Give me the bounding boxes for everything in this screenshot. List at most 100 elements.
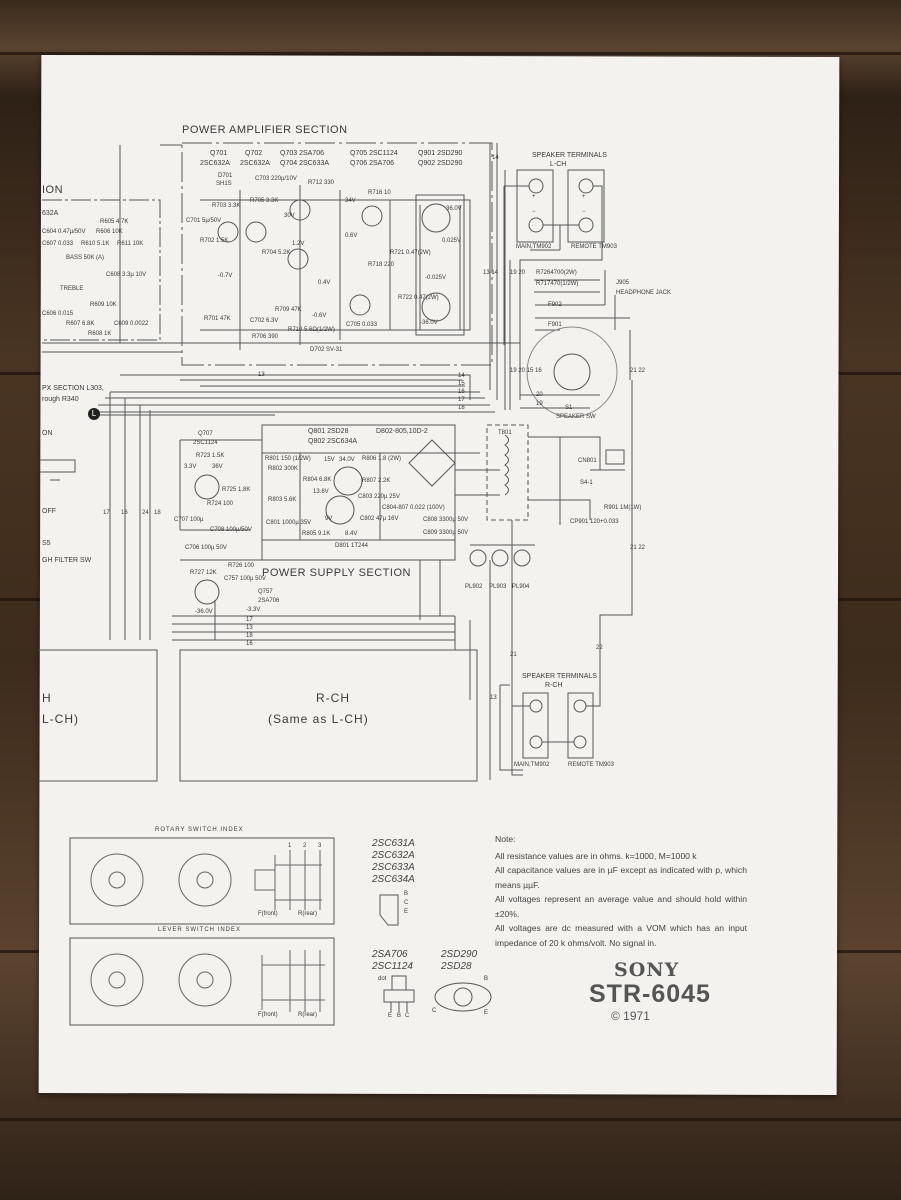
- part-label: R802 300K: [268, 466, 299, 472]
- transistor-type: 2SD290: [441, 949, 478, 960]
- note-title: Note:: [495, 834, 516, 844]
- note-line: All voltages are dc measured with a VOM …: [495, 923, 747, 948]
- lever-switch-title: LEVER SWITCH INDEX: [158, 927, 242, 933]
- part-label: C607 0.033: [42, 241, 74, 247]
- lch-box-outline: [38, 649, 158, 782]
- minus-mark: −: [532, 209, 536, 215]
- note-line: All resistance values are in ohms. k=100…: [495, 850, 697, 861]
- transistor-label: Q705 2SC1124: [350, 150, 398, 157]
- transistor-group-1: 2SC631A 2SC632A 2SC633A 2SC634A: [372, 838, 415, 886]
- part-label: C606 0.015: [42, 311, 74, 317]
- pin-label: B: [404, 891, 409, 897]
- transistor-label: Q902 2SD290: [418, 160, 463, 167]
- part-label: C809 3300µ 50V: [423, 530, 469, 536]
- part-label: T801: [498, 430, 512, 436]
- main-terminal-label: MAIN,TM902: [516, 244, 552, 250]
- minus-mark: −: [582, 209, 586, 215]
- part-label: BASS 50K (A): [66, 255, 105, 261]
- pin-label: B: [484, 976, 489, 982]
- part-label: R703 3.3K: [212, 203, 241, 209]
- voltage-label: 0.6V: [345, 233, 358, 239]
- wire-number: 18: [246, 633, 253, 639]
- voltage-label: -36.0V: [420, 320, 438, 326]
- rch-main-terminal-box: [522, 692, 549, 759]
- part-label: R605 4.7K: [100, 219, 129, 225]
- part-label: R609 10K: [90, 302, 117, 308]
- wire-number: 15: [458, 381, 465, 387]
- part-label: R717470(1/2W): [536, 281, 579, 287]
- lamp-pl903: [491, 549, 509, 567]
- part-label: R801 150 (1/2W): [265, 456, 311, 462]
- note-block: Note: All resistance values are in ohms.…: [495, 832, 747, 950]
- part-label: R807 2.2K: [362, 478, 391, 484]
- ac-plug: [605, 449, 625, 465]
- lamp-label: PL904: [512, 584, 530, 590]
- part-label: CP901 120+0.033: [570, 519, 619, 525]
- part-label: C803 220µ 25V: [358, 494, 400, 500]
- part-label: R716 10: [368, 190, 391, 196]
- part-label: R721 0.47(2W): [390, 250, 431, 256]
- wire-number: 19 20 15 16: [510, 368, 542, 374]
- wire-number: 13 14: [483, 270, 499, 276]
- part-label: D801 1T244: [335, 543, 369, 549]
- front-label: F(front): [258, 911, 278, 917]
- plus-mark: +: [532, 194, 536, 200]
- voltage-label: 3.3V: [184, 464, 197, 470]
- transistor-type: 2SD28: [441, 961, 472, 972]
- part-label: D701: [218, 173, 233, 179]
- transformer-winding: [504, 434, 509, 496]
- transistor-label: Q802 2SC634A: [308, 438, 358, 445]
- to126-tab: [391, 975, 407, 991]
- part-label: C801 1000µ 35V: [266, 520, 312, 526]
- voltage-label: 1.2V: [292, 241, 305, 247]
- part-label: C708 100µ/50V: [210, 527, 252, 533]
- deck-number: 3: [318, 843, 322, 849]
- speaker-switch-label: SPEAKER SW: [556, 414, 596, 420]
- part-label: R724 100: [207, 501, 234, 507]
- part-label: C802 47µ 16V: [360, 516, 399, 522]
- lamp-pl902: [469, 549, 487, 567]
- plus-mark: +: [582, 194, 586, 200]
- transistor-type: 2SC634A: [372, 874, 415, 885]
- wire-number: 13: [246, 625, 253, 631]
- wire-number: 19 20: [510, 270, 526, 276]
- voltage-label: -0.7V: [218, 273, 233, 279]
- wire-number: 20: [536, 392, 543, 398]
- voltage-label: 36.0V: [446, 206, 462, 212]
- copyright: © 1971: [611, 1009, 650, 1023]
- wire-number: 19: [536, 401, 543, 407]
- pin-label: C: [405, 1013, 410, 1019]
- on-label: ON: [42, 430, 53, 437]
- sony-logo: SONY: [614, 959, 680, 981]
- part-label: R725 1.8K: [222, 487, 251, 493]
- part-label: C701 5µ/50V: [186, 218, 222, 224]
- ac-line: [528, 436, 625, 525]
- part-label: C702 6.3V: [250, 318, 279, 324]
- l-channel-marker: L: [88, 408, 100, 420]
- transistor-type: 2SC631A: [372, 838, 415, 849]
- wire-number: 24: [142, 510, 149, 516]
- front-label: F(front): [258, 1012, 278, 1018]
- part-label: C703 220µ/10V: [255, 176, 297, 182]
- transistor-label: Q706 2SA706: [350, 160, 394, 167]
- rear-label: R(rear): [298, 1012, 317, 1018]
- pin-label: C: [432, 1008, 437, 1014]
- power-amp-circuit: [200, 185, 471, 350]
- rch-remote-terminal-box: [567, 692, 594, 759]
- transistor-label: D802-805,10D-2: [376, 428, 428, 435]
- deck-number: 1: [288, 843, 292, 849]
- wire-number: 22: [596, 645, 603, 651]
- to3-outline: [434, 982, 492, 1012]
- power-supply-boundary: [261, 424, 456, 561]
- wire-number: 17: [458, 397, 465, 403]
- transformer-t801: [486, 424, 529, 521]
- rch-terminals-sub: R-CH: [545, 682, 563, 689]
- voltage-label: 0.4V: [318, 280, 331, 286]
- part-label: C609 0.0022: [114, 321, 149, 327]
- part-label: S4-1: [580, 480, 593, 486]
- part-label: R701 47K: [204, 316, 231, 322]
- switch-label: S5: [42, 540, 51, 547]
- wire-number: 16: [458, 389, 465, 395]
- main-terminal-label: MAIN,TM902: [514, 762, 550, 768]
- part-label: R607 6.8K: [66, 321, 95, 327]
